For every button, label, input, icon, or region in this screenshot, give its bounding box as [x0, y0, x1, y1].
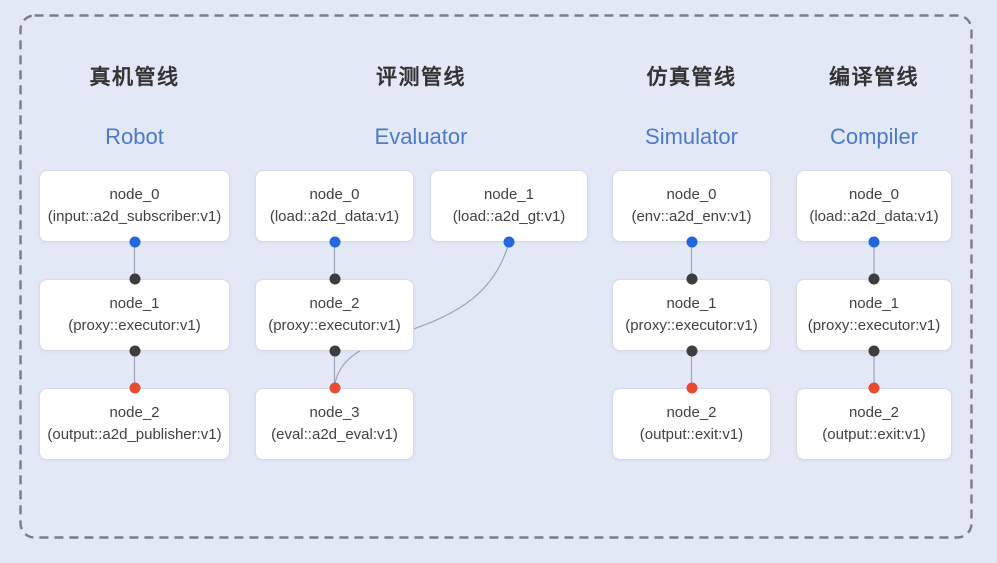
pipeline-title-en-compiler: Compiler — [829, 124, 919, 149]
pipeline-title-en-evaluator: Evaluator — [374, 124, 468, 149]
pipeline-title-en-robot: Robot — [105, 124, 164, 149]
simulator-node_1-top-port-dot — [686, 273, 697, 285]
simulator-node_2-top-port-dot — [686, 382, 697, 394]
node-title: node_1 — [483, 186, 535, 203]
node-title: node_3 — [309, 404, 360, 421]
node-type: (output::exit:v1) — [822, 426, 926, 443]
compiler-node_2-top-port-dot — [868, 382, 880, 394]
node-title: node_0 — [109, 186, 160, 203]
node-type: (proxy::executor:v1) — [268, 317, 401, 334]
node-title: node_2 — [848, 404, 900, 421]
node-title: node_2 — [309, 295, 360, 312]
simulator-node_0-bottom-port-dot — [686, 236, 697, 248]
pipeline-title-en-simulator: Simulator — [645, 124, 738, 149]
robot-node_2-top-port-dot — [129, 382, 140, 394]
node-title: node_0 — [848, 186, 900, 203]
node-type: (load::a2d_gt:v1) — [452, 208, 566, 225]
node-title: node_1 — [848, 295, 900, 312]
node-type: (env::a2d_env:v1) — [631, 208, 752, 225]
simulator-node_1-bottom-port-dot — [686, 345, 697, 357]
node-type: (load::a2d_data:v1) — [269, 208, 400, 225]
compiler-node_1-box: node_1(proxy::executor:v1) — [796, 279, 952, 351]
node-type: (proxy::executor:v1) — [68, 317, 201, 334]
evaluator-node_1-box: node_1(load::a2d_gt:v1) — [430, 170, 588, 242]
simulator-node_0-box: node_0(env::a2d_env:v1) — [612, 170, 771, 242]
evaluator-node_3-box: node_3(eval::a2d_eval:v1) — [255, 388, 414, 460]
evaluator-node_2-bottom-port-dot — [329, 345, 340, 357]
evaluator-node_2-top-port-dot — [329, 273, 340, 285]
node-title: node_0 — [666, 186, 717, 203]
node-title: node_2 — [666, 404, 717, 421]
node-type: (proxy::executor:v1) — [625, 317, 758, 334]
evaluator-node_2-box: node_2(proxy::executor:v1) — [255, 279, 414, 351]
compiler-node_1-top-port-dot — [868, 273, 880, 285]
robot-node_1-top-port-dot — [129, 273, 140, 285]
compiler-node_2-box: node_2(output::exit:v1) — [796, 388, 952, 460]
evaluator-node_3-top-port-dot — [329, 382, 340, 394]
robot-node_1-box: node_1(proxy::executor:v1) — [39, 279, 230, 351]
robot-node_2-box: node_2(output::a2d_publisher:v1) — [39, 388, 230, 460]
compiler-node_1-bottom-port-dot — [868, 345, 880, 357]
node-type: (eval::a2d_eval:v1) — [271, 426, 398, 443]
evaluator-node_0-box: node_0(load::a2d_data:v1) — [255, 170, 414, 242]
node-type: (proxy::executor:v1) — [807, 317, 941, 334]
compiler-node_0-bottom-port-dot — [868, 236, 880, 248]
evaluator-node_1-bottom-port-dot — [503, 236, 515, 248]
evaluator-node_0-bottom-port-dot — [329, 236, 340, 248]
node-title: node_1 — [109, 295, 160, 312]
pipeline-title-cn-evaluator: 评测管线 — [376, 66, 466, 89]
robot-node_1-bottom-port-dot — [129, 345, 140, 357]
pipeline-title-cn-compiler: 编译管线 — [829, 66, 919, 89]
node-type: (load::a2d_data:v1) — [809, 208, 939, 225]
dashed-frame — [19, 14, 973, 539]
node-type: (output::exit:v1) — [639, 426, 744, 443]
pipeline-title-cn-simulator: 仿真管线 — [646, 66, 737, 89]
node-title: node_2 — [109, 404, 160, 421]
robot-node_0-box: node_0(input::a2d_subscriber:v1) — [39, 170, 230, 242]
node-type: (input::a2d_subscriber:v1) — [47, 208, 222, 225]
node-type: (output::a2d_publisher:v1) — [47, 426, 222, 443]
node-title: node_1 — [666, 295, 717, 312]
simulator-node_2-box: node_2(output::exit:v1) — [612, 388, 771, 460]
robot-node_0-bottom-port-dot — [129, 236, 140, 248]
simulator-node_1-box: node_1(proxy::executor:v1) — [612, 279, 771, 351]
pipeline-title-cn-robot: 真机管线 — [89, 66, 180, 89]
node-title: node_0 — [309, 186, 360, 203]
compiler-node_0-box: node_0(load::a2d_data:v1) — [796, 170, 952, 242]
